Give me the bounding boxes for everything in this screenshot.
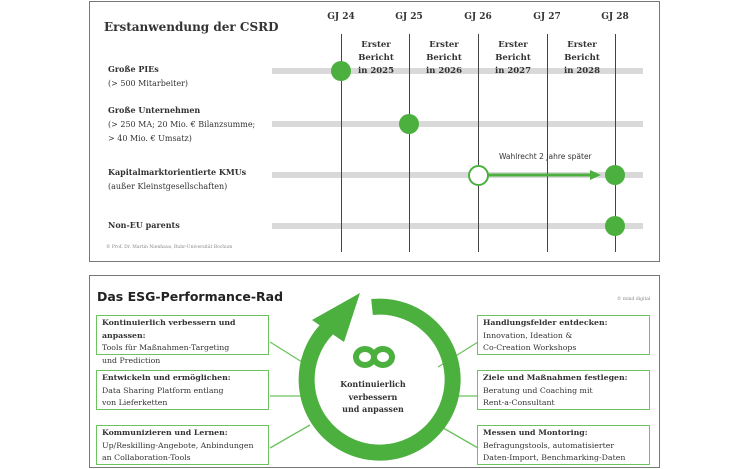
year-label: GJ 26 xyxy=(464,12,492,22)
year-divider xyxy=(478,34,479,252)
esg-box-improve: Kontinuierlich verbessern und anpassen:T… xyxy=(96,315,269,365)
year-divider xyxy=(615,34,616,252)
start-marker xyxy=(605,165,625,185)
infinity-icon xyxy=(353,346,395,368)
row-label-non-eu: Non-EU parents xyxy=(108,220,180,230)
copyright: © Prof. Dr. Martin Nienhaus, Ruhr-Univer… xyxy=(106,245,233,250)
csrd-title: Erstanwendung der CSRD xyxy=(104,20,279,34)
option-start-marker xyxy=(468,165,489,186)
esg-box-goals: Ziele und Maßnahmen festlegen:Beratung u… xyxy=(477,370,650,410)
year-label: GJ 28 xyxy=(601,12,629,22)
year-divider xyxy=(547,34,548,252)
option-label: Wahlrecht 2 Jahre später xyxy=(499,152,592,161)
start-marker xyxy=(331,61,351,81)
timeline-bar xyxy=(272,68,643,74)
esg-box-measure: Messen und Montoring:Befragungstools, au… xyxy=(477,425,650,465)
year-divider xyxy=(341,34,342,252)
copyright: © mind digital xyxy=(617,297,651,302)
row-label-pies: Große PIEs(> 500 Mitarbeiter) xyxy=(108,64,189,88)
esg-title: Das ESG-Performance-Rad xyxy=(97,289,284,304)
esg-box-discover: Handlungsfelder entdecken:Innovation, Id… xyxy=(477,315,650,355)
timeline-bar xyxy=(272,223,643,229)
row-label-large-companies: Große Unternehmen(> 250 MA; 20 Mio. € Bi… xyxy=(108,105,256,143)
year-label: GJ 25 xyxy=(395,12,423,22)
esg-box-develop: Entwickeln und ermöglichen:Data Sharing … xyxy=(96,370,269,410)
timeline-bar xyxy=(272,121,643,127)
wheel-ring xyxy=(269,293,479,461)
row-label-kmus: Kapitalmarktorientierte KMUs(außer Klein… xyxy=(108,167,247,191)
arrow-icon xyxy=(488,170,601,180)
year-label: GJ 27 xyxy=(533,12,561,22)
csrd-timeline-panel xyxy=(89,1,660,262)
timeline-bar xyxy=(272,172,643,178)
year-divider xyxy=(409,34,410,252)
esg-box-communicate: Kommunizieren und Lernen:Up/Reskilling-A… xyxy=(96,425,269,465)
start-marker xyxy=(399,114,419,134)
year-label: GJ 24 xyxy=(327,12,355,22)
start-marker xyxy=(605,216,625,236)
